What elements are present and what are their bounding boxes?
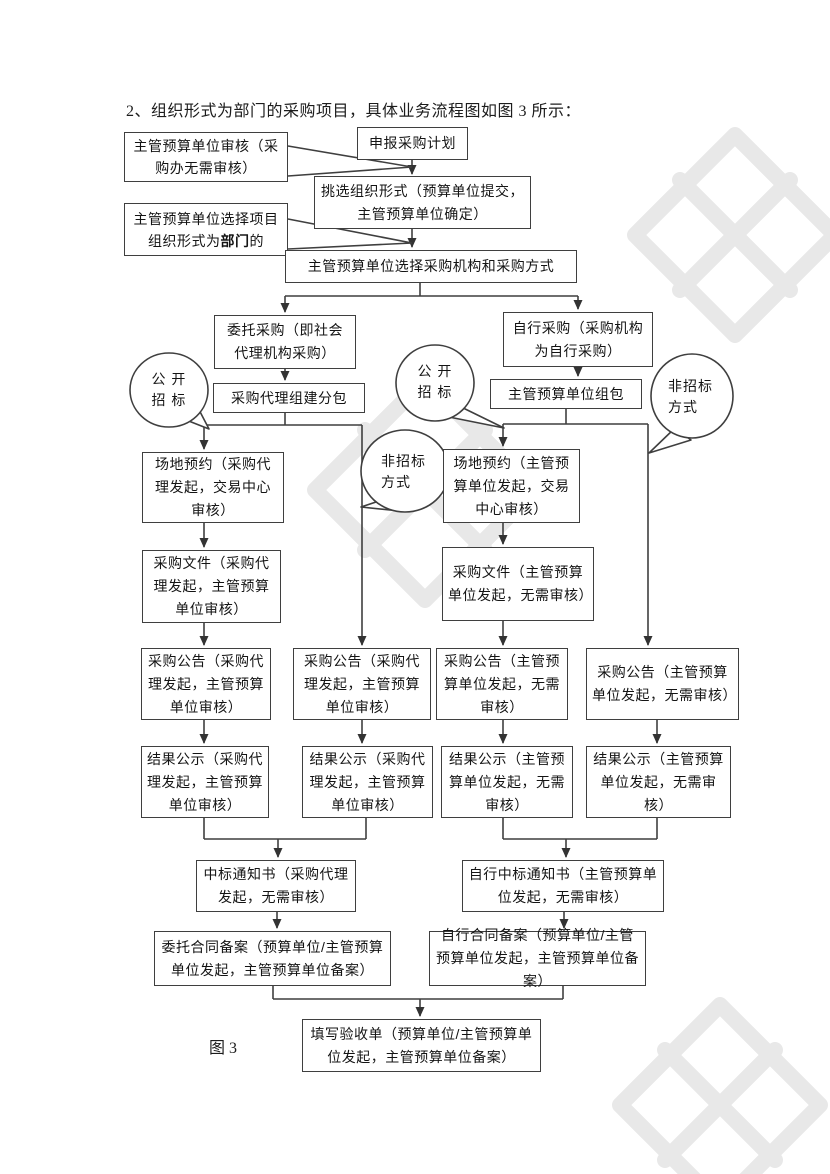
node-select-method: 主管预算单位选择采购机构和采购方式 bbox=[285, 250, 577, 283]
bubble-non-bid-right-label: 非招标方式 bbox=[668, 378, 713, 415]
speech-bubble-open-bid-right bbox=[395, 344, 505, 429]
node-declare-plan: 申报采购计划 bbox=[357, 127, 468, 160]
node-notice-agency-1: 采购公告（采购代理发起，主管预算单位审核） bbox=[141, 648, 271, 720]
node-self-purchase: 自行采购（采购机构为自行采购） bbox=[503, 312, 653, 367]
node-label: 中标通知书（采购代理发起，无需审核） bbox=[203, 866, 349, 905]
node-contract-self: 自行合同备案（预算单位/主管预算单位发起，主管预算单位备案） bbox=[429, 927, 646, 989]
node-label: 填写验收单（预算单位/主管预算单位发起，主管预算单位备案） bbox=[310, 1025, 533, 1065]
node-contract-entrust: 委托合同备案（预算单位/主管预算单位发起，主管预算单位备案） bbox=[154, 931, 391, 986]
node-label: 采购公告（主管预算单位发起，无需审核） bbox=[444, 652, 560, 715]
bubble-non-bid-mid-label: 非招标方式 bbox=[381, 453, 426, 490]
node-result-unit-1: 结果公示（主管预算单位发起，无需审核） bbox=[441, 746, 573, 818]
node-label: 结果公示（主管预算单位发起，无需审核） bbox=[449, 750, 565, 813]
node-result-unit-2: 结果公示（主管预算单位发起，无需审核） bbox=[586, 746, 731, 818]
node-label: 场地预约（采购代理发起，交易中心审核） bbox=[155, 456, 271, 518]
node-label: 自行采购（采购机构为自行采购） bbox=[512, 319, 644, 359]
node-label: 采购公告（采购代理发起，主管预算单位审核） bbox=[148, 652, 264, 715]
node-result-agency-1: 结果公示（采购代理发起，主管预算单位审核） bbox=[141, 746, 269, 818]
node-label: 采购公告（采购代理发起，主管预算单位审核） bbox=[304, 652, 420, 715]
node-label: 采购文件（主管预算单位发起，无需审核） bbox=[448, 564, 593, 603]
bubble-open-bid-right-label: 公 开招 标 bbox=[417, 363, 453, 400]
node-venue-unit: 场地预约（主管预算单位发起，交易中心审核） bbox=[443, 449, 580, 523]
speech-bubble-open-bid-left bbox=[129, 352, 210, 430]
node-venue-agency: 场地预约（采购代理发起，交易中心审核） bbox=[142, 452, 284, 523]
speech-bubble-non-bid-right bbox=[648, 353, 734, 454]
node-label: 主管预算单位审核（采购办无需审核） bbox=[133, 138, 279, 176]
node-label: 委托合同备案（预算单位/主管预算单位发起，主管预算单位备案） bbox=[161, 938, 384, 978]
node-review-note: 主管预算单位审核（采购办无需审核） bbox=[124, 132, 288, 182]
node-label: 采购公告（主管预算单位发起，无需审核） bbox=[592, 664, 737, 703]
node-notice-unit-2: 采购公告（主管预算单位发起，无需审核） bbox=[586, 648, 739, 720]
node-label: 委托采购（即社会代理机构采购） bbox=[227, 322, 343, 361]
node-label: 场地预约（主管预算单位发起，交易中心审核） bbox=[453, 454, 570, 517]
node-label: 结果公示（主管预算单位发起，无需审核） bbox=[593, 750, 724, 813]
node-label: 自行中标通知书（主管预算单位发起，无需审核） bbox=[468, 866, 658, 905]
node-notice-agency-2: 采购公告（采购代理发起，主管预算单位审核） bbox=[293, 648, 431, 720]
node-unit-package: 主管预算单位组包 bbox=[490, 379, 642, 409]
node-label: 挑选组织形式（预算单位提交，主管预算单位确定） bbox=[321, 182, 524, 222]
node-label: 结果公示（采购代理发起，主管预算单位审核） bbox=[147, 750, 263, 813]
node-award-agency: 中标通知书（采购代理发起，无需审核） bbox=[196, 860, 356, 912]
figure-caption: 图 3 bbox=[209, 1040, 238, 1057]
node-award-self: 自行中标通知书（主管预算单位发起，无需审核） bbox=[462, 860, 664, 912]
node-label: 主管预算单位选择项目组织形式为部门的 bbox=[133, 210, 279, 249]
node-label: 主管预算单位选择采购机构和采购方式 bbox=[307, 258, 555, 274]
node-label: 采购文件（采购代理发起，主管预算单位审核） bbox=[153, 555, 270, 617]
node-label: 采购代理组建分包 bbox=[231, 389, 347, 406]
node-choose-form-note: 主管预算单位选择项目组织形式为部门的 bbox=[124, 203, 288, 256]
node-agency-subpackage: 采购代理组建分包 bbox=[213, 383, 365, 413]
node-acceptance: 填写验收单（预算单位/主管预算单位发起，主管预算单位备案） bbox=[302, 1019, 541, 1072]
node-label: 自行合同备案（预算单位/主管预算单位发起，主管预算单位备案） bbox=[436, 927, 639, 989]
node-entrust-purchase: 委托采购（即社会代理机构采购） bbox=[214, 315, 356, 369]
node-label: 结果公示（采购代理发起，主管预算单位审核） bbox=[309, 750, 426, 813]
node-notice-unit-1: 采购公告（主管预算单位发起，无需审核） bbox=[436, 648, 568, 720]
node-result-agency-2: 结果公示（采购代理发起，主管预算单位审核） bbox=[302, 746, 433, 818]
node-label: 申报采购计划 bbox=[369, 135, 456, 151]
node-doc-unit: 采购文件（主管预算单位发起，无需审核） bbox=[442, 547, 594, 621]
node-doc-agency: 采购文件（采购代理发起，主管预算单位审核） bbox=[142, 550, 281, 623]
node-label: 主管预算单位组包 bbox=[508, 385, 624, 402]
bubble-open-bid-left-label: 公 开招 标 bbox=[151, 371, 187, 408]
node-select-form: 挑选组织形式（预算单位提交，主管预算单位确定） bbox=[314, 176, 531, 229]
section-heading: 2、组织形式为部门的采购项目，具体业务流程图如图 3 所示： bbox=[126, 103, 582, 120]
